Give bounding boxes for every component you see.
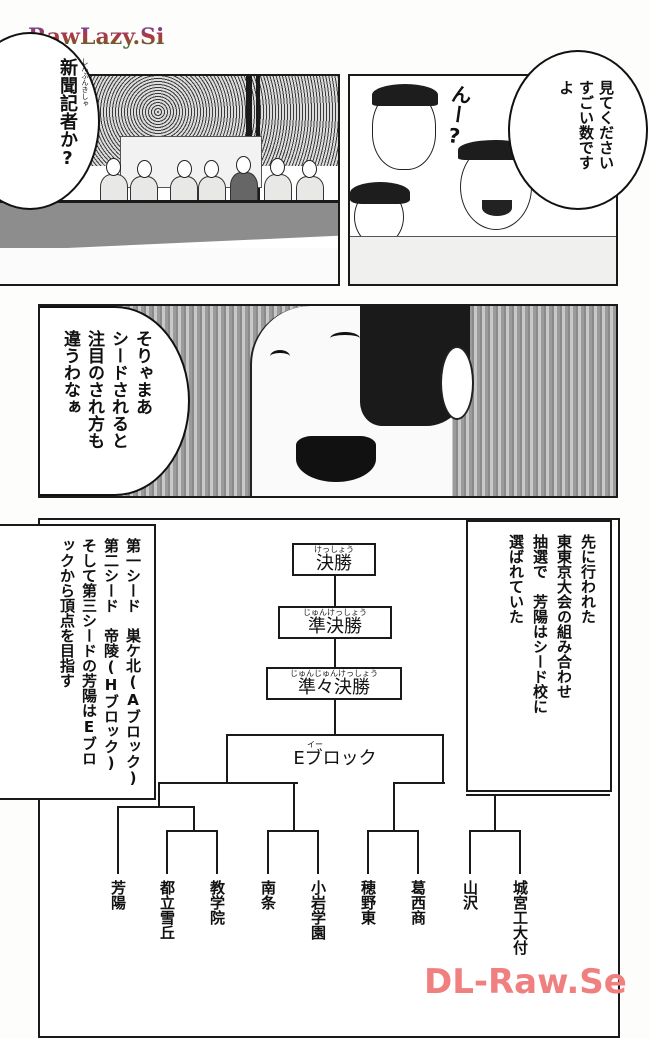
bracket-line (367, 830, 369, 874)
bracket-line (117, 806, 195, 808)
panel-border (38, 798, 40, 1024)
ground (0, 248, 338, 284)
school-yamasawa: 山沢 (461, 880, 479, 910)
school-honohigashi: 穂野東 (359, 880, 377, 925)
jerseys (350, 236, 616, 284)
speech-bubble-closeup (40, 306, 190, 496)
bracket-line (216, 830, 218, 874)
school-toritsu-yukigaoka: 都立雪丘 (158, 880, 176, 940)
speech-text-player: 見てください すごい数です よ (557, 80, 615, 170)
bracket-line (519, 830, 521, 874)
school-houyou: 芳陽 (109, 880, 127, 910)
bracket-e-block: イー Eブロック (226, 734, 444, 782)
bracket-semifinal: じゅんけっしょう 準決勝 (278, 606, 392, 639)
bracket-connector (334, 576, 336, 608)
bracket-line (317, 830, 319, 874)
bracket-line (158, 782, 160, 806)
watermark-bottom: DL-Raw.Se (424, 962, 627, 1002)
character-eye (270, 350, 290, 363)
sfx-huh: んー? (440, 82, 474, 150)
school-shiromiya-koudaifu: 城宮工大付 (511, 880, 529, 955)
bubble-text: 新聞記者か? (57, 58, 78, 169)
speech-text-closeup: そりゃまあ シードされると 注目のされ方も 違うわなぁ (60, 330, 152, 449)
school-nanjou: 南条 (259, 880, 277, 910)
bracket-line (158, 782, 298, 784)
speech-bubble-player (508, 50, 648, 210)
bracket-line (193, 806, 195, 830)
bracket-line (417, 830, 419, 874)
outfield-wall (0, 200, 338, 251)
bracket-line (393, 782, 395, 832)
bracket-final: けっしょう 決勝 (292, 543, 376, 576)
school-koiwa-gakuen: 小岩学園 (309, 880, 327, 940)
bracket-line (469, 830, 471, 874)
school-kasaishou: 葛西商 (409, 880, 427, 925)
speech-text-reporter: 新聞記者か? (56, 58, 78, 169)
ruby-reporter: しんぶんきしゃ (81, 58, 89, 107)
player-hair (350, 182, 410, 204)
bracket-line (293, 782, 295, 832)
caption-seeds: 第一シード 巣ケ北(Aブロック) 第二シード 帝陵(Hブロック) そして第三シー… (0, 524, 156, 800)
bracket-connector (334, 700, 336, 736)
bracket-line (117, 806, 119, 874)
bracket-line (393, 782, 445, 784)
bracket-line (469, 830, 521, 832)
bracket-connector (334, 639, 336, 669)
character-eye (330, 332, 360, 345)
bracket-line (166, 830, 218, 832)
school-kyougakuin: 教学院 (208, 880, 226, 925)
player-hair (372, 84, 438, 106)
bracket-line (367, 830, 419, 832)
character-mouth (296, 436, 376, 482)
bracket-line (494, 794, 496, 832)
bracket-quarterfinal: じゅんじゅんけっしょう 準々決勝 (266, 667, 402, 700)
panel-spectators (0, 74, 340, 286)
open-mouth (482, 200, 512, 216)
character-ear (440, 346, 474, 420)
bracket-line (267, 830, 269, 874)
bracket-line (267, 830, 319, 832)
bracket-line (166, 830, 168, 874)
caption-draw: 先に行われた 東東京大会の組み合わせ 抽選で 芳陽はシード校に 選ばれていた (466, 520, 612, 792)
bracket-line (466, 794, 610, 796)
